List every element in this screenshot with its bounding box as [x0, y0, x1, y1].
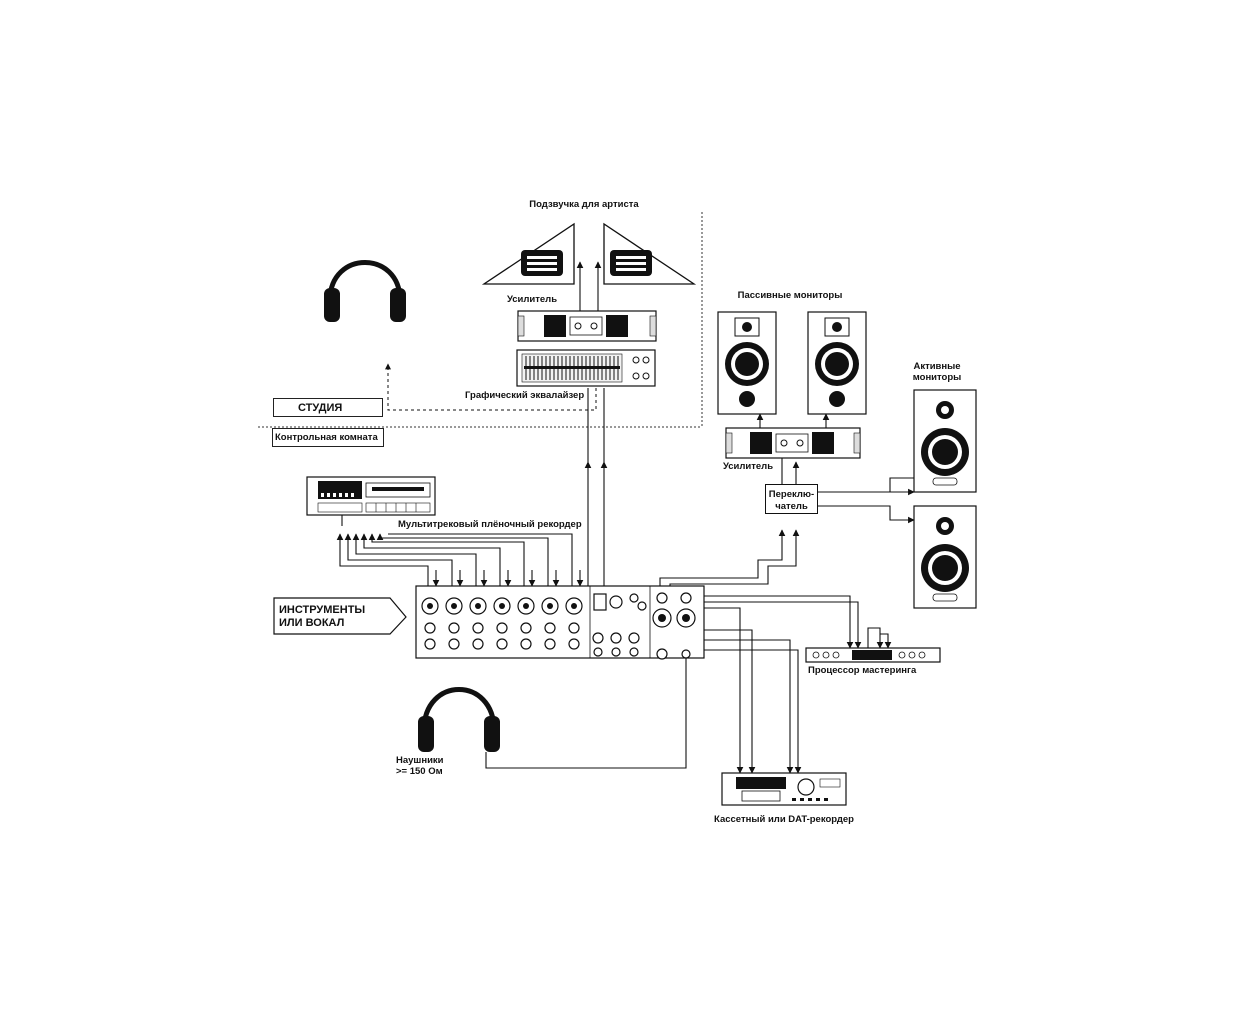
instruments-label: ИНСТРУМЕНТЫ ИЛИ ВОКАЛ — [279, 604, 365, 630]
mixer-icon — [415, 585, 705, 660]
active-monitors-label-line1: Активные — [913, 361, 961, 372]
switcher-label-line2: чатель — [775, 501, 808, 512]
instruments-arrow-icon — [273, 597, 407, 635]
mastering-processor-icon — [805, 647, 941, 663]
amplifier-top-label: Усилитель — [506, 294, 558, 305]
amplifier-right-label: Усилитель — [722, 461, 774, 472]
studio-headphone-feed — [385, 363, 597, 411]
mastering-processor-label: Процессор мастеринга — [808, 665, 917, 676]
monitor-headphones-icon — [418, 687, 500, 752]
signal-cables — [336, 261, 915, 774]
graphic-eq-icon — [516, 349, 656, 387]
control-room-label: Контрольная комната — [272, 428, 384, 447]
artist-monitoring-label: Подзвучка для артиста — [529, 199, 639, 210]
headphones-label-line2: >= 150 Ом — [396, 766, 443, 777]
studio-headphones-icon — [324, 260, 406, 322]
control-room-label-text: Контрольная комната — [275, 432, 378, 443]
multitrack-recorder-label: Мультитрековый плёночный рекордер — [398, 519, 582, 530]
stage-monitor-right-icon — [603, 222, 697, 285]
studio-zone-border — [258, 212, 703, 428]
amplifier-right-icon — [725, 427, 861, 459]
headphones-label: Наушники >= 150 Ом — [396, 755, 444, 777]
cassette-recorder-label: Кассетный или DAT-рекордер — [714, 814, 854, 825]
amplifier-top-icon — [517, 310, 657, 342]
stage-monitor-left-icon — [481, 222, 575, 285]
passive-monitors-label: Пассивные мониторы — [737, 290, 843, 301]
studio-label-text: СТУДИЯ — [298, 401, 343, 414]
headphones-label-line1: Наушники — [396, 755, 444, 766]
graphic-eq-label: Графический эквалайзер — [465, 390, 585, 401]
instruments-label-line2: ИЛИ ВОКАЛ — [279, 617, 345, 629]
studio-label: СТУДИЯ — [273, 398, 383, 417]
passive-monitor-left-icon — [717, 311, 777, 415]
cassette-recorder-icon — [721, 772, 847, 806]
active-monitor-top-icon — [913, 389, 977, 493]
active-monitors-label: Активные мониторы — [908, 361, 966, 383]
passive-monitor-right-icon — [807, 311, 867, 415]
multitrack-recorder-icon — [306, 476, 436, 516]
instruments-label-line1: ИНСТРУМЕНТЫ — [279, 604, 366, 616]
switcher-label-line1: Переклю- — [768, 489, 815, 500]
active-monitor-bottom-icon — [913, 505, 977, 609]
switcher-box: Переклю- чатель — [765, 484, 818, 514]
active-monitors-label-line2: мониторы — [912, 372, 962, 383]
